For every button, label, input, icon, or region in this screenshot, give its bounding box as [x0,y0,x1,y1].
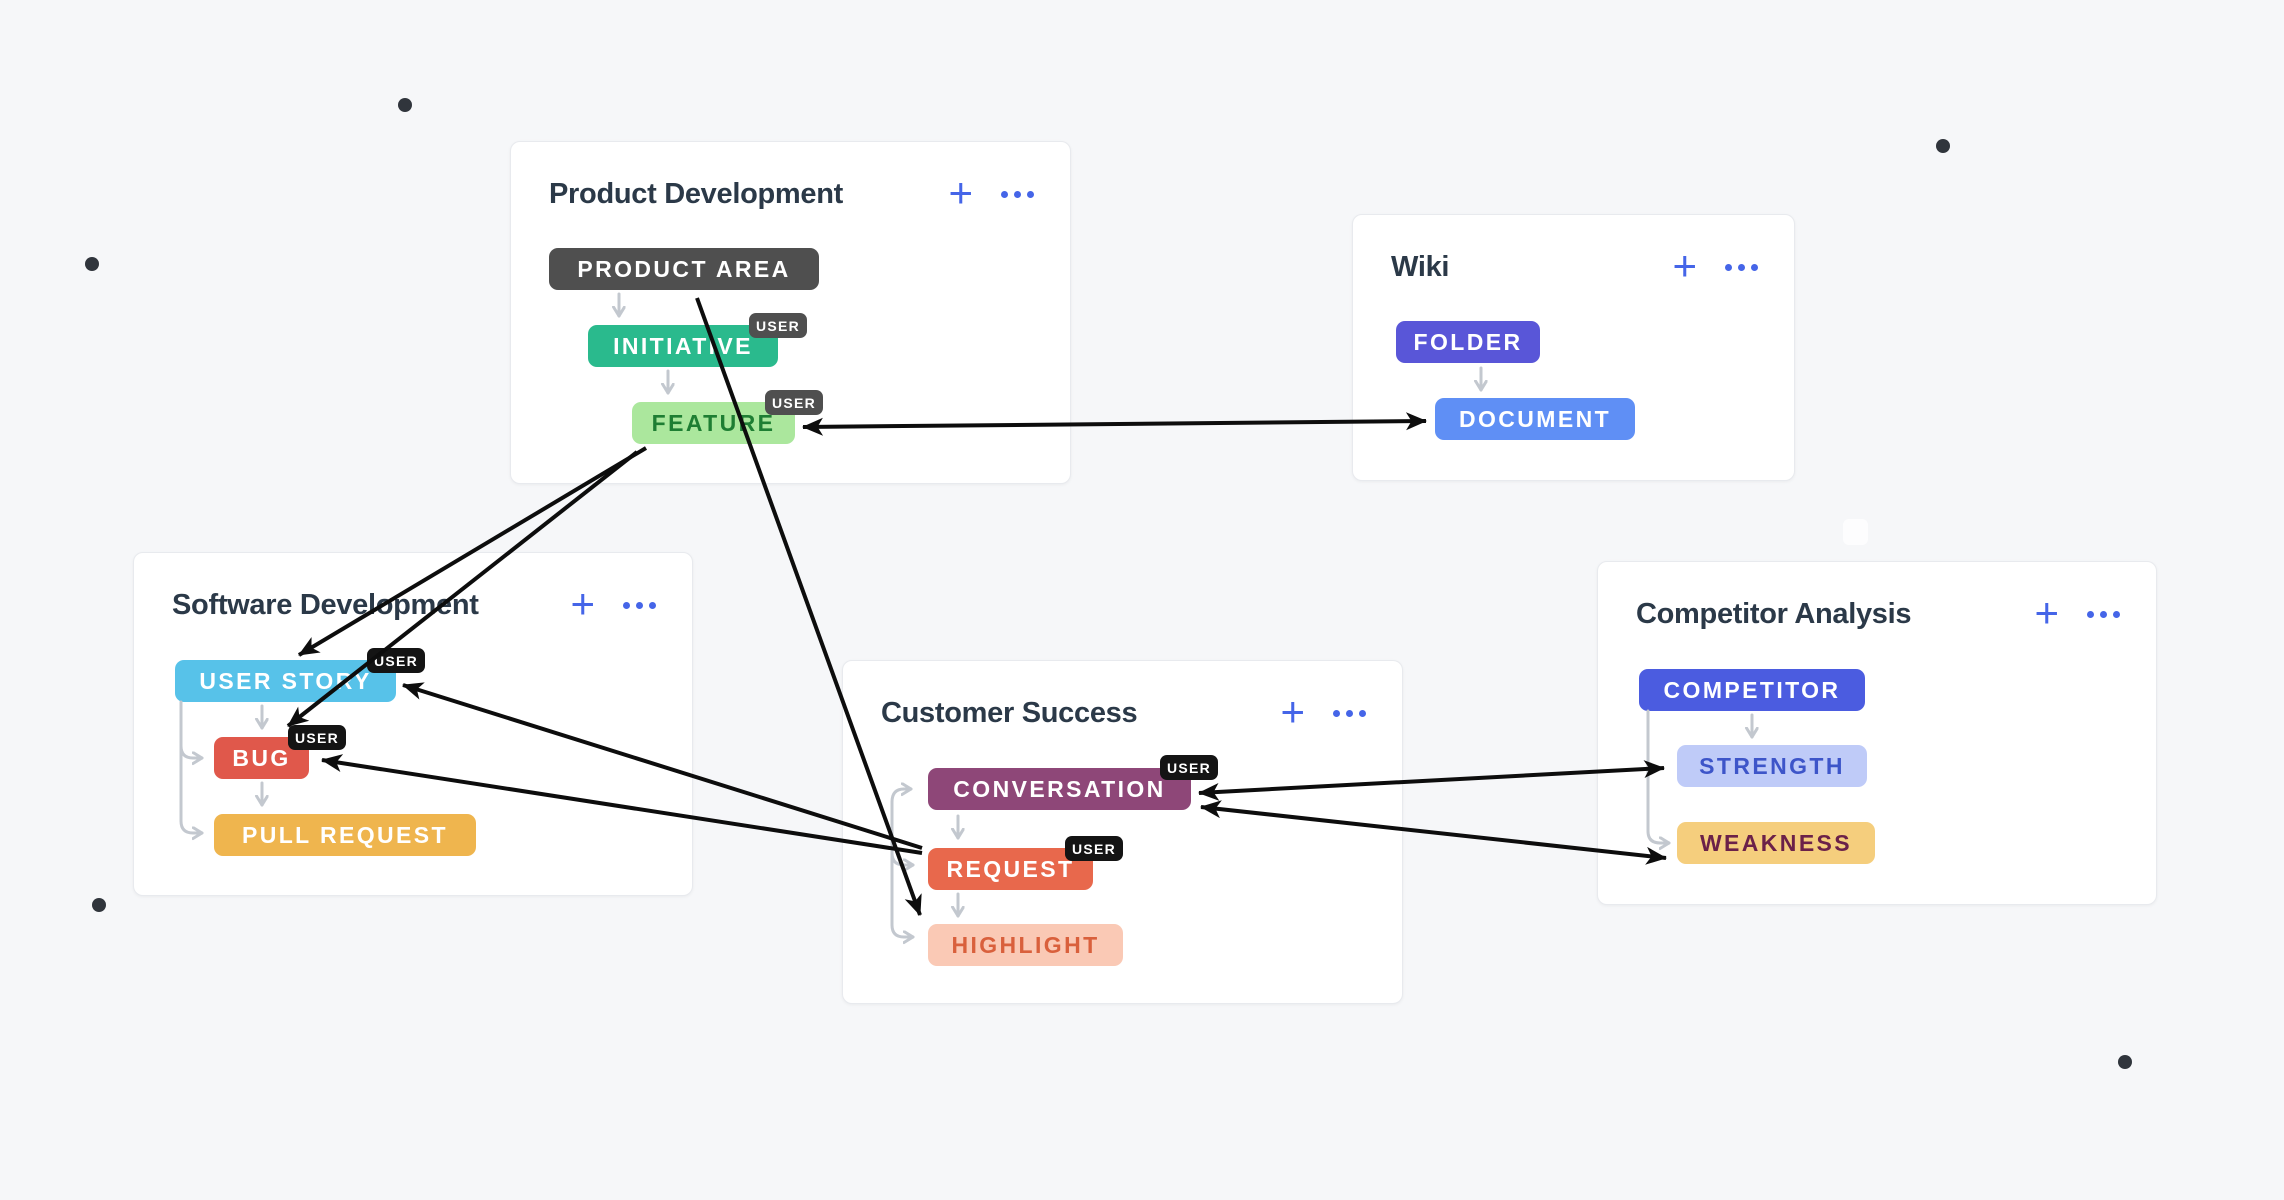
add-button[interactable]: + [570,579,595,627]
card-title: Product Development [549,178,844,210]
user-badge: USER [367,648,425,673]
more-dots-icon [1027,191,1034,198]
more-dots-icon [1751,264,1758,271]
card-title: Competitor Analysis [1636,598,1912,630]
pill-strength[interactable]: STRENGTH [1677,745,1867,787]
more-dots-icon [1725,264,1732,271]
more-button[interactable] [2085,600,2122,630]
pill-pull-request[interactable]: PULL REQUEST [214,814,476,856]
add-button[interactable]: + [948,168,973,216]
add-button[interactable]: + [1280,687,1305,735]
card-header: Competitor Analysis + [1636,588,2122,636]
more-dots-icon [623,602,630,609]
background-dot [85,257,99,271]
more-dots-icon [1346,710,1353,717]
more-dots-icon [1001,191,1008,198]
more-dots-icon [649,602,656,609]
card-actions: + [570,579,658,627]
pill-document[interactable]: DOCUMENT [1435,398,1635,440]
more-button[interactable] [1723,253,1760,283]
card-title: Wiki [1391,251,1450,283]
more-dots-icon [1738,264,1745,271]
more-dots-icon [2113,611,2120,618]
more-button[interactable] [999,180,1036,210]
add-button[interactable]: + [1672,241,1697,289]
pill-competitor[interactable]: COMPETITOR [1639,669,1865,711]
background-dot [2118,1055,2132,1069]
add-button[interactable]: + [2034,588,2059,636]
card-header: Wiki + [1391,241,1760,289]
user-badge: USER [765,390,823,415]
user-badge: USER [288,725,346,750]
card-title: Software Development [172,589,479,621]
more-dots-icon [636,602,643,609]
pill-product-area[interactable]: PRODUCT AREA [549,248,819,290]
background-dot [1936,139,1950,153]
more-button[interactable] [1331,699,1368,729]
user-badge: USER [1160,755,1218,780]
background-square [1843,519,1868,545]
pill-conversation[interactable]: CONVERSATION [928,768,1191,810]
pill-user-story[interactable]: USER STORY [175,660,396,702]
more-dots-icon [2100,611,2107,618]
card-actions: + [1280,687,1368,735]
card-actions: + [1672,241,1760,289]
more-button[interactable] [621,591,658,621]
more-dots-icon [2087,611,2094,618]
more-dots-icon [1014,191,1021,198]
card-actions: + [2034,588,2122,636]
pill-highlight[interactable]: HIGHLIGHT [928,924,1123,966]
card-header: Product Development + [549,168,1036,216]
pill-folder[interactable]: FOLDER [1396,321,1540,363]
background-dot [398,98,412,112]
card-header: Customer Success + [881,687,1368,735]
user-badge: USER [1065,836,1123,861]
card-title: Customer Success [881,697,1138,729]
background-dot [92,898,106,912]
more-dots-icon [1359,710,1366,717]
user-badge: USER [749,313,807,338]
more-dots-icon [1333,710,1340,717]
pill-weakness[interactable]: WEAKNESS [1677,822,1875,864]
card-actions: + [948,168,1036,216]
card-header: Software Development + [172,579,658,627]
